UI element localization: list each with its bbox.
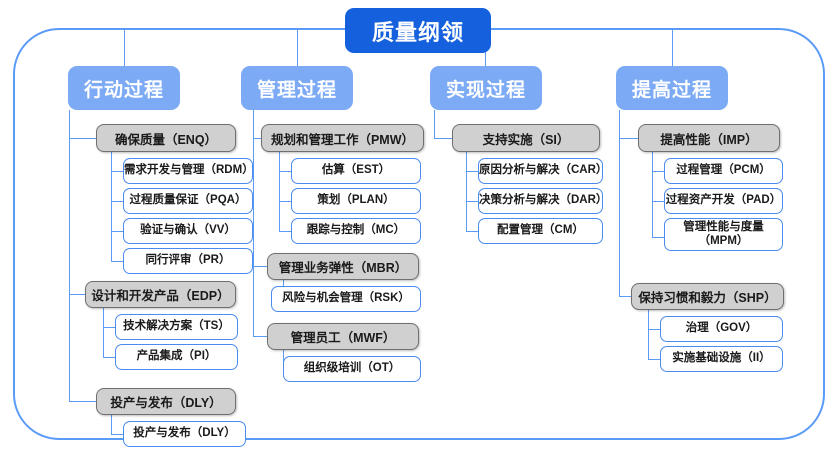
group-box-imp[interactable]: 提高性能（IMP） xyxy=(638,124,780,152)
column-header-manage[interactable]: 管理过程 xyxy=(241,66,353,110)
group-box-mwf[interactable]: 管理员工（MWF） xyxy=(267,323,419,350)
subbranch-imp-1 xyxy=(652,201,664,202)
leaf-box-car[interactable]: 原因分析与解决（CAR） xyxy=(478,158,607,184)
subbranch-shp-0 xyxy=(648,329,660,330)
leaf-box-cm[interactable]: 配置管理（CM） xyxy=(478,218,603,244)
leaf-box-pad[interactable]: 过程资产开发（PAD） xyxy=(664,188,783,214)
group-box-shp[interactable]: 保持习惯和毅力（SHP） xyxy=(631,283,784,310)
leaf-box-rdm[interactable]: 需求开发与管理（RDM） xyxy=(123,158,254,184)
subtrunk-si xyxy=(466,152,467,231)
subbranch-enq-0 xyxy=(111,171,123,172)
branch-col-manage-g2 xyxy=(253,336,267,337)
group-box-mbr[interactable]: 管理业务弹性（MBR） xyxy=(267,253,419,280)
branch-col-action-g2 xyxy=(69,401,96,402)
leaf-box-mc[interactable]: 跟踪与控制（MC） xyxy=(291,218,421,244)
leaf-box-pi[interactable]: 产品集成（PI） xyxy=(115,344,238,370)
group-box-dly[interactable]: 投产与发布（DLY） xyxy=(96,388,236,415)
leaf-box-ii[interactable]: 实施基础设施（II） xyxy=(660,346,783,372)
subtrunk-enq xyxy=(111,152,112,261)
subbranch-enq-2 xyxy=(111,231,123,232)
subbranch-edp-0 xyxy=(103,327,115,328)
leaf-box-mpm[interactable]: 管理性能与度量 （MPM） xyxy=(664,218,783,251)
column-header-action[interactable]: 行动过程 xyxy=(68,66,180,110)
branch-col-improve-g0 xyxy=(619,138,638,139)
leaf-box-est[interactable]: 估算（EST） xyxy=(291,158,421,184)
connector-title-to-col-improve xyxy=(672,28,673,66)
column-header-improve[interactable]: 提高过程 xyxy=(616,66,728,110)
subbranch-pmw-1 xyxy=(279,201,291,202)
group-box-si[interactable]: 支持实施（SI） xyxy=(452,124,600,152)
leaf-box-dly-item[interactable]: 投产与发布（DLY） xyxy=(123,421,246,447)
connector-title-to-col-action xyxy=(124,28,125,66)
branch-col-manage-g0 xyxy=(253,138,261,139)
trunk-col-manage xyxy=(253,110,254,336)
diagram-title: 质量纲领 xyxy=(345,8,491,53)
leaf-box-ot[interactable]: 组织级培训（OT） xyxy=(283,356,421,382)
branch-col-action-g1 xyxy=(69,294,85,295)
leaf-box-plan[interactable]: 策划（PLAN） xyxy=(291,188,421,214)
trunk-col-action xyxy=(69,110,70,401)
leaf-box-ts[interactable]: 技术解决方案（TS） xyxy=(115,314,238,340)
column-header-realize[interactable]: 实现过程 xyxy=(430,66,542,110)
subbranch-si-1 xyxy=(466,201,478,202)
trunk-col-improve xyxy=(619,110,620,296)
subbranch-si-2 xyxy=(466,231,478,232)
leaf-box-rsk[interactable]: 风险与机会管理（RSK） xyxy=(271,286,421,312)
subtrunk-pmw xyxy=(279,152,280,231)
subbranch-edp-1 xyxy=(103,357,115,358)
subbranch-shp-1 xyxy=(648,359,660,360)
subbranch-imp-2 xyxy=(652,237,664,238)
trunk-col-realize xyxy=(434,110,435,138)
branch-col-improve-g1 xyxy=(619,296,631,297)
leaf-box-pcm[interactable]: 过程管理（PCM） xyxy=(664,158,783,184)
subtrunk-shp xyxy=(648,310,649,359)
subtrunk-dly xyxy=(111,415,112,434)
connector-title-to-col-manage xyxy=(297,28,298,66)
subtrunk-imp xyxy=(652,152,653,237)
leaf-box-pr[interactable]: 同行评审（PR） xyxy=(123,248,253,274)
subbranch-imp-0 xyxy=(652,171,664,172)
subbranch-si-0 xyxy=(466,171,478,172)
leaf-box-pqa[interactable]: 过程质量保证（PQA） xyxy=(123,188,253,214)
leaf-box-gov[interactable]: 治理（GOV） xyxy=(660,316,783,342)
branch-col-action-g0 xyxy=(69,138,96,139)
group-box-enq[interactable]: 确保质量（ENQ） xyxy=(96,124,236,152)
subbranch-enq-3 xyxy=(111,261,123,262)
subbranch-dly-0 xyxy=(111,434,123,435)
branch-col-manage-g1 xyxy=(253,266,267,267)
branch-col-realize-g0 xyxy=(434,138,452,139)
subbranch-pmw-2 xyxy=(279,231,291,232)
subtrunk-edp xyxy=(103,308,104,357)
subbranch-pmw-0 xyxy=(279,171,291,172)
group-box-pmw[interactable]: 规划和管理工作（PMW） xyxy=(261,124,424,152)
subbranch-enq-1 xyxy=(111,201,123,202)
group-box-edp[interactable]: 设计和开发产品（EDP） xyxy=(85,281,236,308)
leaf-box-vv[interactable]: 验证与确认（VV） xyxy=(123,218,253,244)
leaf-box-dar[interactable]: 决策分析与解决（DAR） xyxy=(478,188,607,214)
